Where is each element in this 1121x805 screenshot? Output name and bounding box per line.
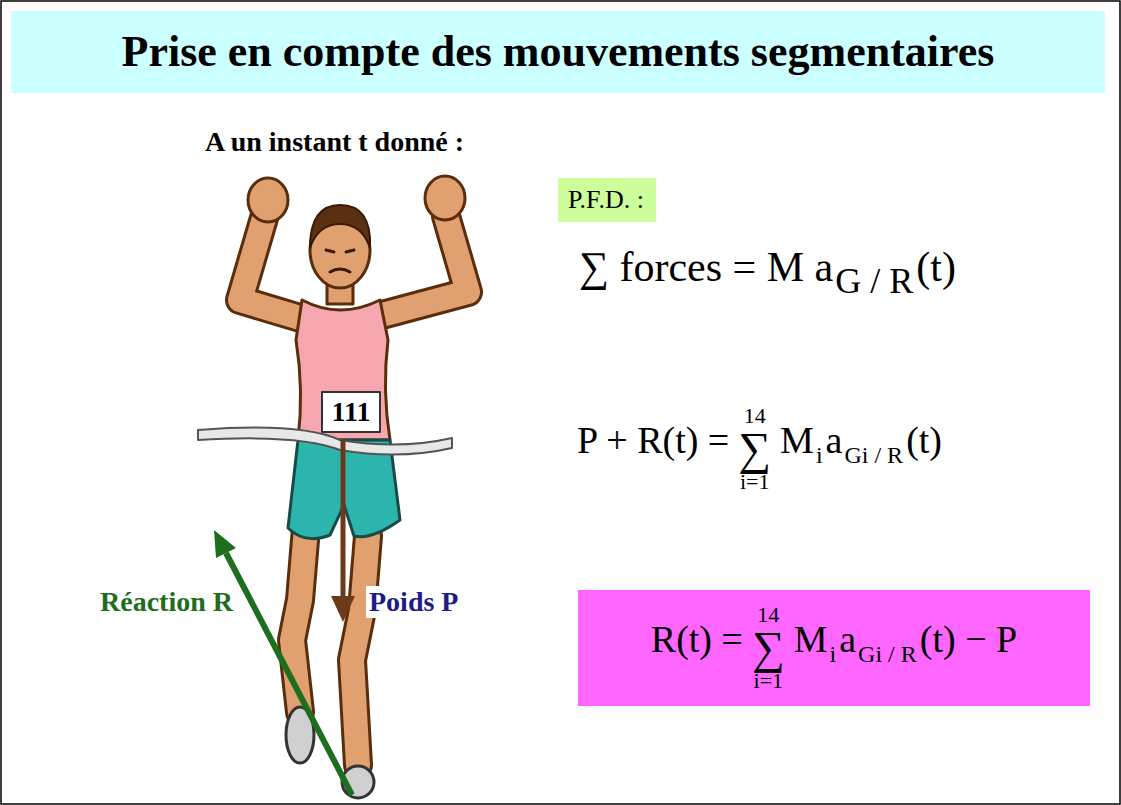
sum-symbol: ∑: [752, 626, 785, 670]
runner: [198, 176, 468, 798]
label-box: P.F.D. :: [558, 178, 656, 222]
label-group: Réaction R: [97, 586, 236, 618]
subscript: i: [816, 442, 823, 468]
formula-part: ∑ forces = M a: [579, 244, 833, 290]
sum-limits: 14∑i=1: [752, 604, 785, 692]
leg: [352, 536, 368, 765]
reaction-arrow: [214, 530, 352, 795]
formula-part: (t): [916, 244, 956, 290]
arrow-head: [331, 596, 355, 622]
formula-part: M: [780, 419, 814, 461]
formula-part: P + R(t) =: [577, 419, 729, 461]
arrow-head: [214, 530, 236, 558]
force-label: Poids P: [366, 586, 461, 618]
arm: [240, 218, 300, 318]
formula-part: R(t) =: [651, 618, 743, 660]
fist: [425, 176, 465, 220]
sum-bound: i=1: [754, 670, 784, 692]
arrow-shaft: [341, 440, 346, 598]
equation-line: R(t) = 14∑i=1 MiaGi / R(t) − P: [650, 604, 1018, 692]
finish-tape: [198, 428, 452, 455]
force-label: Réaction R: [97, 586, 236, 618]
sum-limits: 14∑i=1: [738, 405, 771, 493]
arm: [382, 216, 468, 315]
label-group: 111: [332, 396, 371, 428]
equation: ∑ forces = M aG / R(t): [578, 246, 957, 288]
subtitle: A un instant t donné :: [205, 126, 464, 158]
equation-line: ∑ forces = M aG / R(t): [578, 246, 957, 288]
weight-arrow: [331, 440, 355, 622]
formula-part: M: [794, 618, 828, 660]
subscript: i: [830, 641, 837, 667]
formula-part: a: [826, 419, 843, 461]
result-box: R(t) = 14∑i=1 MiaGi / R(t) − P: [578, 590, 1090, 706]
formula-part: (t) − P: [920, 618, 1017, 660]
arm-outline: [382, 216, 468, 315]
formula-part: a: [839, 618, 856, 660]
leg-outline: [352, 536, 368, 765]
label-group: A un instant t donné :: [205, 126, 464, 158]
equation-line: P + R(t) = 14∑i=1 MiaGi / R(t): [576, 405, 943, 493]
equation: P + R(t) = 14∑i=1 MiaGi / R(t): [576, 405, 943, 493]
eyes: [326, 250, 354, 252]
slide-title: Prise en compte des mouvements segmentai…: [122, 30, 995, 74]
sum-symbol: ∑: [738, 427, 771, 471]
arrow-shaft: [226, 553, 352, 795]
mouth: [330, 269, 350, 272]
subscript: Gi / R: [844, 442, 903, 468]
sum-bound: 14: [757, 604, 779, 626]
box-label: P.F.D. :: [568, 184, 644, 215]
arm-outline: [240, 218, 300, 318]
sum-bound: i=1: [740, 471, 770, 493]
fist: [248, 178, 288, 222]
bib: [322, 392, 380, 432]
tank-top: [296, 300, 390, 440]
sum-bound: 14: [744, 405, 766, 427]
subscript: Gi / R: [858, 641, 917, 667]
formula-part: (t): [906, 419, 942, 461]
subscript: G / R: [835, 261, 913, 301]
hair: [310, 205, 370, 248]
bib-number: 111: [332, 396, 371, 428]
label-group: Poids P: [366, 586, 461, 618]
title-band: Prise en compte des mouvements segmentai…: [11, 11, 1105, 93]
